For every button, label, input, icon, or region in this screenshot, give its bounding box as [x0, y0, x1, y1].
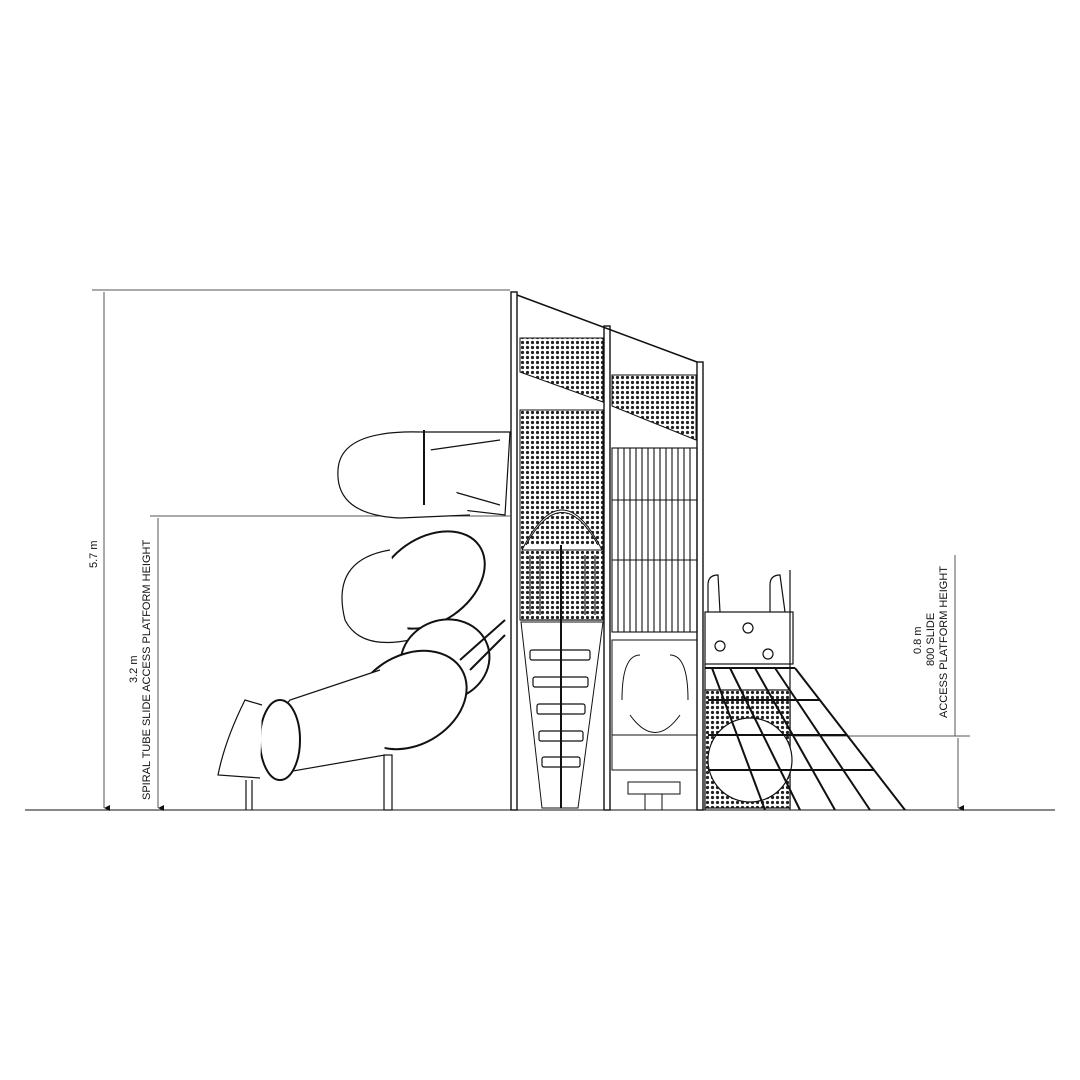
crawl-tunnel	[707, 717, 793, 803]
tube-exit	[259, 699, 301, 781]
slide-entry	[611, 639, 698, 810]
dimension-label-5-7m: 5.7 m	[88, 540, 100, 568]
climbing-holds	[529, 649, 591, 768]
spiral-tube-slide	[217, 430, 511, 811]
dimension-label-3-2m: 3.2 m	[128, 655, 140, 683]
slide-platform-label-1: 800 SLIDE	[925, 612, 937, 666]
tower-bar-panel	[611, 447, 698, 633]
tube-top	[337, 431, 471, 519]
cargo-net	[705, 667, 906, 811]
roof-panel-left	[519, 337, 604, 403]
dimension-5-7m	[92, 289, 510, 811]
climbing-wall	[520, 621, 604, 809]
spiral-platform-label: SPIRAL TUBE SLIDE ACCESS PLATFORM HEIGHT	[141, 539, 153, 800]
low-deck	[704, 570, 794, 810]
slide-exit	[217, 699, 263, 779]
slide-platform-label-2: ACCESS PLATFORM HEIGHT	[938, 566, 950, 718]
roof-panel-right	[611, 374, 697, 441]
dimension-label-0-8m: 0.8 m	[912, 626, 924, 654]
